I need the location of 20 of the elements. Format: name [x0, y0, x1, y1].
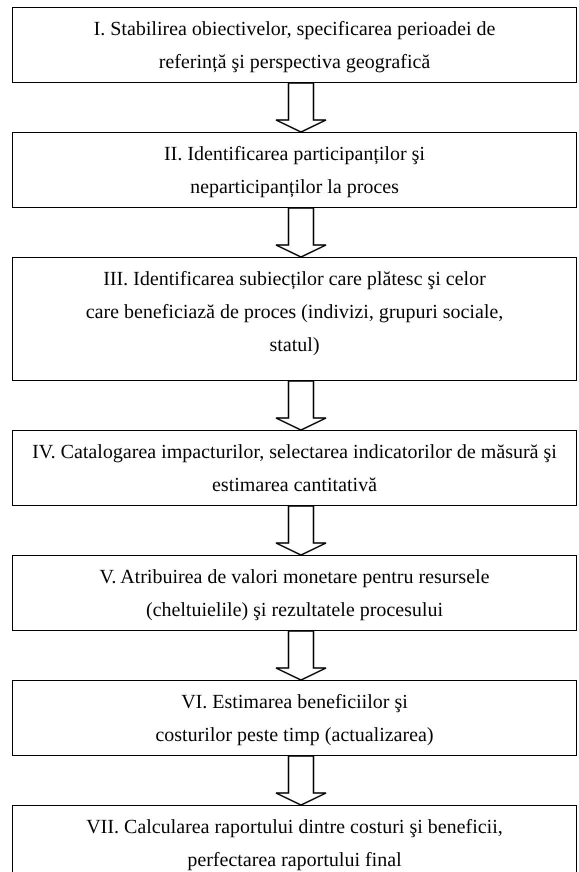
step-text: III. Identificarea subiecților care plătesc şi celor care beneficiază de proces (indivizi, grupuri sociale, statul)	[84, 267, 504, 358]
process-box	[12, 7, 577, 83]
process-box	[12, 430, 577, 506]
step-text: VI. Estimarea beneficiilor şi costurilor peste timp (actualizarea)	[154, 690, 435, 748]
step-text: I. Stabilirea obiectivelor, specificarea perioadei de referință şi perspectiva geografică	[92, 17, 496, 75]
step-text: V. Atribuirea de valori monetare pentru resursele (cheltuielile) şi rezultatele procesului	[98, 565, 491, 623]
process-box	[12, 805, 577, 872]
process-box	[12, 555, 577, 631]
block-arrow	[275, 505, 327, 556]
block-arrow	[275, 630, 327, 681]
process-box	[12, 132, 577, 208]
step-text: IV. Catalogarea impacturilor, selectarea indicatorilor de măsură şi estimarea cantitativă	[31, 440, 558, 498]
block-arrow	[275, 82, 327, 133]
step-text: II. Identificarea participanților şi neparticipanților la proces	[163, 142, 426, 200]
process-box	[12, 680, 577, 756]
block-arrow	[275, 755, 327, 806]
process-box	[12, 257, 577, 381]
block-arrow	[275, 207, 327, 258]
step-text: VII. Calcularea raportului dintre costuri şi beneficii, perfectarea raportului final	[85, 815, 504, 872]
block-arrow	[275, 380, 327, 431]
